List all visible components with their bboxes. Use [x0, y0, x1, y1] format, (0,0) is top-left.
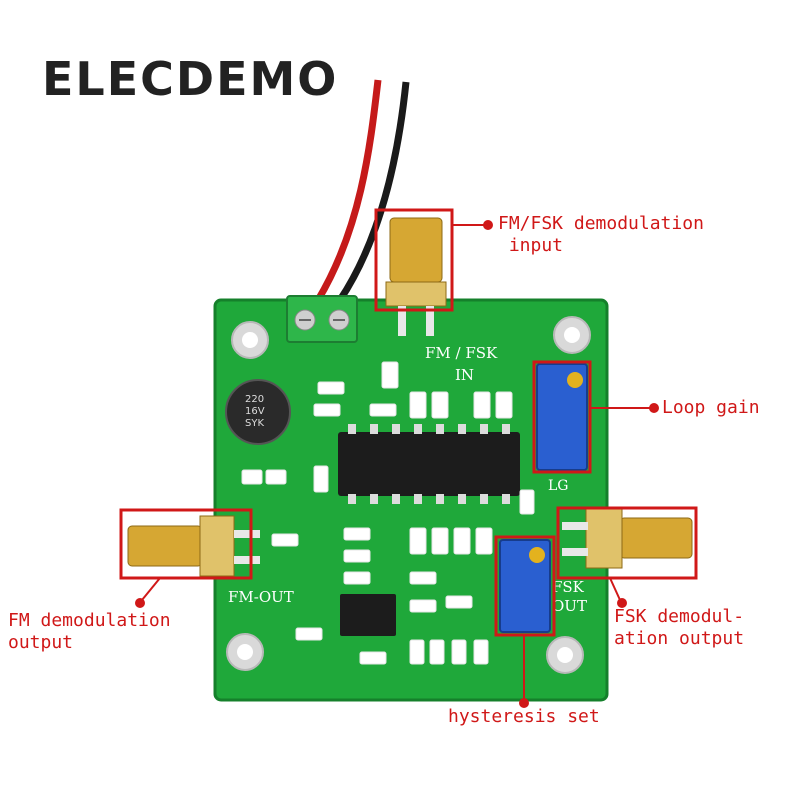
- callout-box-fm-out: [119, 508, 253, 580]
- cap-text-3: SYK: [245, 418, 264, 429]
- red-wire: [314, 79, 382, 302]
- loop-gain-trimmer: [536, 363, 588, 471]
- label-hysteresis: hysteresis set: [448, 706, 600, 727]
- soic-ic: [340, 594, 396, 636]
- sma-fsk-output-connector: [562, 507, 693, 569]
- hysteresis-trimmer: [499, 539, 551, 633]
- callout-box-fsk-out: [556, 506, 698, 580]
- board-title: FM / FSK: [425, 344, 498, 362]
- label-fsk-output: FSK demodul- ation output: [614, 606, 745, 649]
- board-fm-out-text: FM-OUT: [228, 588, 294, 606]
- brand-logo-text: ELECDEMO: [42, 52, 339, 106]
- board-lg-text: LG: [548, 478, 568, 494]
- dip-ic: [338, 424, 520, 504]
- sma-fm-output-connector: [127, 515, 260, 577]
- terminal-block: [286, 295, 358, 343]
- cap-text-2: 16V: [245, 406, 265, 417]
- smd-components: [241, 361, 535, 665]
- callout-boxes: [119, 208, 698, 637]
- black-wire: [337, 81, 410, 302]
- board-out-text: OUT: [552, 597, 587, 615]
- callout-box-loop-gain: [532, 360, 592, 474]
- board-in-text: IN: [455, 366, 474, 384]
- callout-box-input: [374, 208, 454, 312]
- callout-leaders: [135, 220, 659, 708]
- label-fm-output: FM demodulation output: [8, 610, 171, 653]
- label-fm-fsk-input: FM/FSK demodulation input: [498, 213, 704, 256]
- board-fsk-text: FSK: [552, 578, 585, 596]
- sma-input-connector: [385, 217, 447, 336]
- electrolytic-capacitor: [225, 379, 291, 445]
- cap-text-1: 220: [245, 394, 264, 405]
- label-loop-gain: Loop gain: [662, 397, 760, 418]
